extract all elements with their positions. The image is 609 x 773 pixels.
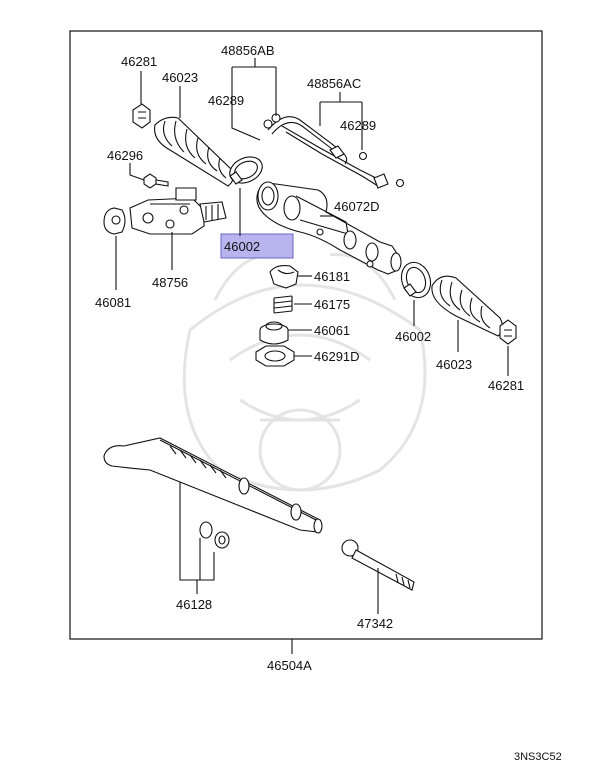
part-47342-tie-rod bbox=[341, 539, 415, 591]
callout-labels: 46281 46023 48856AB 48856AC 46289 46289 … bbox=[95, 43, 524, 673]
label-46081[interactable]: 46081 bbox=[95, 295, 131, 310]
label-46023-right[interactable]: 46023 bbox=[436, 357, 472, 372]
part-46023-boot-left bbox=[154, 116, 234, 187]
label-48856ab[interactable]: 48856AB bbox=[221, 43, 275, 58]
part-46002-band-right bbox=[400, 261, 432, 299]
part-46081-seal bbox=[103, 207, 126, 235]
watermark-emblem bbox=[182, 253, 427, 492]
part-46291D-locknut bbox=[255, 345, 295, 367]
label-48756[interactable]: 48756 bbox=[152, 275, 188, 290]
label-47342[interactable]: 47342 bbox=[357, 616, 393, 631]
part-46061-cap bbox=[259, 321, 289, 345]
label-46181[interactable]: 46181 bbox=[314, 269, 350, 284]
label-46281-right[interactable]: 46281 bbox=[488, 378, 524, 393]
part-46072D-rack-housing bbox=[256, 181, 402, 275]
part-rack-bar bbox=[103, 437, 323, 534]
highlight-box bbox=[220, 233, 294, 259]
label-46128[interactable]: 46128 bbox=[176, 597, 212, 612]
label-46289-b[interactable]: 46289 bbox=[340, 118, 376, 133]
part-46181-rack-guide bbox=[269, 265, 299, 289]
footer-code: 3NS3C52 bbox=[514, 751, 562, 763]
part-46281-clip-right bbox=[499, 319, 517, 345]
label-46072d[interactable]: 46072D bbox=[334, 199, 380, 214]
label-48856ac[interactable]: 48856AC bbox=[307, 76, 361, 91]
part-46296-bolt bbox=[143, 173, 169, 189]
leader-lines bbox=[115, 58, 509, 654]
part-46002-band-upper bbox=[229, 156, 263, 185]
label-46296[interactable]: 46296 bbox=[107, 148, 143, 163]
label-46002-highlighted[interactable]: 46002 bbox=[224, 239, 260, 254]
label-46289-a[interactable]: 46289 bbox=[208, 93, 244, 108]
label-46504a[interactable]: 46504A bbox=[267, 658, 312, 673]
part-46175-spring bbox=[273, 295, 293, 314]
part-48856-tubes bbox=[263, 113, 405, 189]
label-46023-left[interactable]: 46023 bbox=[162, 70, 198, 85]
diagram-frame bbox=[69, 30, 543, 640]
label-46291d[interactable]: 46291D bbox=[314, 349, 360, 364]
label-46281-left[interactable]: 46281 bbox=[121, 54, 157, 69]
label-46002-right[interactable]: 46002 bbox=[395, 329, 431, 344]
part-46023-boot-right bbox=[431, 275, 504, 337]
label-46175[interactable]: 46175 bbox=[314, 297, 350, 312]
part-48756-pinion-assembly bbox=[129, 187, 227, 235]
part-46128-orings bbox=[199, 521, 230, 549]
part-46281-clip-left bbox=[132, 103, 151, 129]
label-46061[interactable]: 46061 bbox=[314, 323, 350, 338]
